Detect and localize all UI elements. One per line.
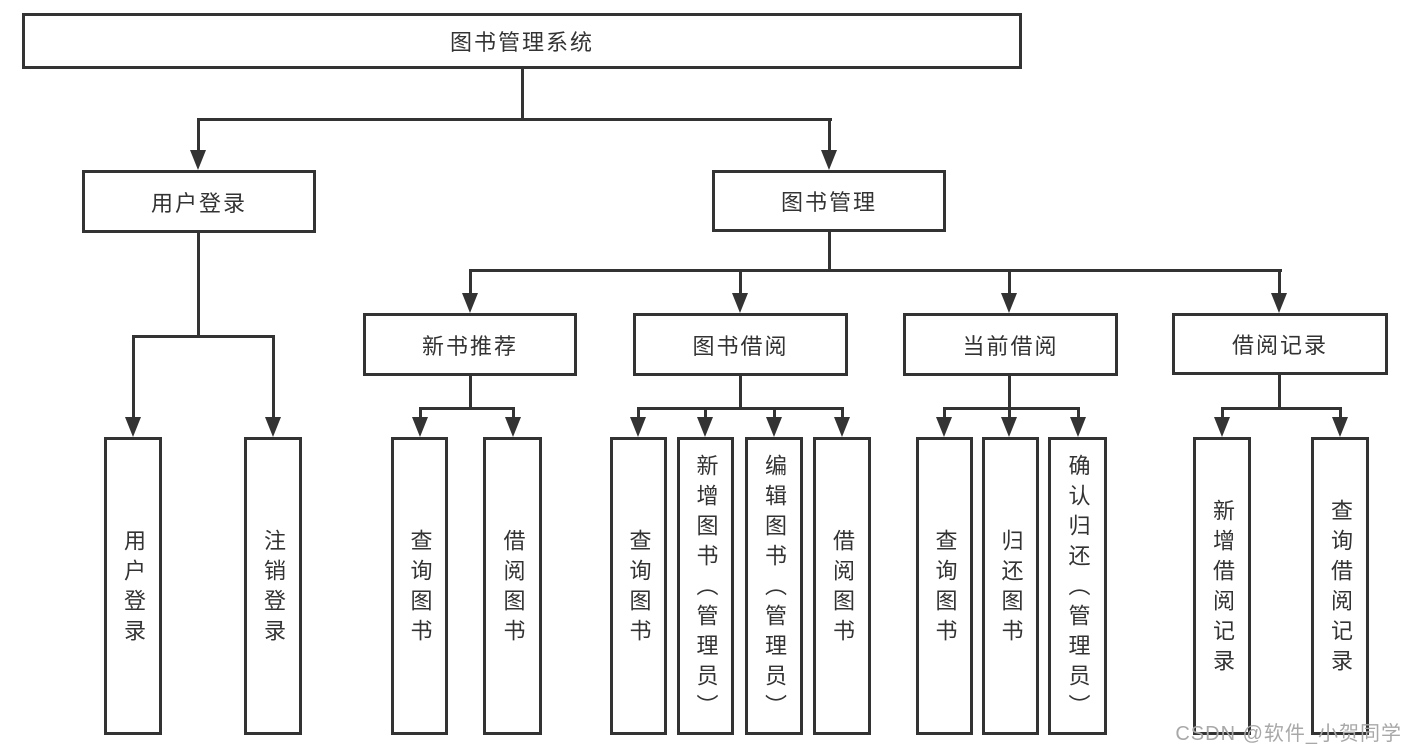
connector-arrow-ul-login xyxy=(132,335,135,421)
leaf-br-query-record: 查询借阅记录 xyxy=(1311,437,1369,735)
node-book-borrow-label: 图书借阅 xyxy=(692,333,789,359)
arrowhead-down-icon xyxy=(1271,293,1287,313)
arrowhead-down-icon xyxy=(125,417,141,437)
connector-arrow-user-login xyxy=(197,118,200,154)
leaf-bb-borrow-books: 借阅图书 xyxy=(813,437,871,735)
arrowhead-down-icon xyxy=(190,150,206,170)
node-root: 图书管理系统 xyxy=(22,13,1022,69)
arrowhead-down-icon xyxy=(766,417,782,437)
leaf-nb-borrow-books-label: 借阅图书 xyxy=(500,529,526,649)
connector-arrow-br-add xyxy=(1221,407,1224,421)
connector-book-mgmt-stem xyxy=(828,232,831,272)
arrowhead-down-icon xyxy=(505,417,521,437)
connector-arrow-bb-borrow xyxy=(841,407,844,421)
connector-book-borrow-stem xyxy=(739,376,742,410)
arrowhead-down-icon xyxy=(412,417,428,437)
arrowhead-down-icon xyxy=(630,417,646,437)
connector-book-borrow-splitter xyxy=(637,407,844,410)
connector-arrow-book-borrow xyxy=(739,269,742,297)
connector-new-book-splitter xyxy=(419,407,515,410)
connector-arrow-bb-add xyxy=(704,407,707,421)
leaf-bb-query-books-label: 查询图书 xyxy=(626,529,652,649)
connector-root-stem xyxy=(521,69,524,121)
connector-current-borrow-stem xyxy=(1008,376,1011,410)
connector-level1-splitter xyxy=(197,118,832,121)
connector-arrow-book-mgmt xyxy=(828,118,831,154)
node-current-borrow: 当前借阅 xyxy=(903,313,1118,376)
node-new-book: 新书推荐 xyxy=(363,313,577,376)
leaf-cb-confirm-return: 确认归还（管理员） xyxy=(1048,437,1107,735)
leaf-cb-confirm-return-label: 确认归还（管理员） xyxy=(1065,454,1091,724)
arrowhead-down-icon xyxy=(1070,417,1086,437)
node-book-mgmt: 图书管理 xyxy=(712,170,946,232)
node-user-login-label: 用户登录 xyxy=(150,190,247,216)
node-new-book-label: 新书推荐 xyxy=(421,333,518,359)
arrowhead-down-icon xyxy=(265,417,281,437)
node-current-borrow-label: 当前借阅 xyxy=(962,333,1059,359)
connector-current-borrow-splitter xyxy=(943,407,1080,410)
leaf-user-login: 用户登录 xyxy=(104,437,162,735)
connector-new-book-stem xyxy=(469,376,472,410)
leaf-bb-query-books: 查询图书 xyxy=(610,437,667,735)
arrowhead-down-icon xyxy=(697,417,713,437)
arrowhead-down-icon xyxy=(1332,417,1348,437)
leaf-nb-query-books: 查询图书 xyxy=(391,437,448,735)
arrowhead-down-icon xyxy=(936,417,952,437)
arrowhead-down-icon xyxy=(821,150,837,170)
leaf-bb-edit-books-label: 编辑图书（管理员） xyxy=(762,454,787,724)
leaf-user-login-label: 用户登录 xyxy=(121,529,146,649)
arrowhead-down-icon xyxy=(1001,417,1017,437)
arrowhead-down-icon xyxy=(732,293,748,313)
leaf-bb-borrow-books-label: 借阅图书 xyxy=(830,529,855,649)
connector-arrow-cb-confirm xyxy=(1077,407,1080,421)
leaf-logout-label: 注销登录 xyxy=(261,529,286,649)
connector-arrow-nb-borrow xyxy=(512,407,515,421)
connector-arrow-bb-edit xyxy=(773,407,776,421)
arrowhead-down-icon xyxy=(834,417,850,437)
connector-arrow-bb-query xyxy=(637,407,640,421)
leaf-bb-add-books: 新增图书（管理员） xyxy=(677,437,734,735)
connector-arrow-ul-logout xyxy=(272,335,275,421)
leaf-bb-add-books-label: 新增图书（管理员） xyxy=(693,454,719,724)
leaf-cb-query-books-label: 查询图书 xyxy=(932,529,958,649)
connector-arrow-cb-return xyxy=(1008,407,1011,421)
connector-arrow-nb-query xyxy=(419,407,422,421)
connector-arrow-cb-query xyxy=(943,407,946,421)
node-book-borrow: 图书借阅 xyxy=(633,313,848,376)
arrowhead-down-icon xyxy=(1001,293,1017,313)
node-borrow-record: 借阅记录 xyxy=(1172,313,1388,375)
leaf-bb-edit-books: 编辑图书（管理员） xyxy=(745,437,803,735)
leaf-br-query-record-label: 查询借阅记录 xyxy=(1328,499,1353,679)
node-book-mgmt-label: 图书管理 xyxy=(780,190,877,215)
connector-borrow-record-splitter xyxy=(1221,407,1342,410)
connector-arrow-br-query xyxy=(1339,407,1342,421)
arrowhead-down-icon xyxy=(1214,417,1230,437)
node-borrow-record-label: 借阅记录 xyxy=(1231,333,1328,358)
connector-arrow-current-borrow xyxy=(1008,269,1011,297)
leaf-nb-borrow-books: 借阅图书 xyxy=(483,437,542,735)
leaf-logout: 注销登录 xyxy=(244,437,302,735)
arrowhead-down-icon xyxy=(462,293,478,313)
connector-user-login-splitter xyxy=(132,335,275,338)
connector-arrow-borrow-record xyxy=(1278,269,1281,297)
connector-user-login-stem xyxy=(197,233,200,338)
connector-level3-splitter xyxy=(469,269,1282,272)
leaf-cb-return-books: 归还图书 xyxy=(982,437,1039,735)
node-root-label: 图书管理系统 xyxy=(449,30,594,55)
leaf-br-add-record: 新增借阅记录 xyxy=(1193,437,1251,735)
leaf-cb-return-books-label: 归还图书 xyxy=(998,529,1024,649)
connector-arrow-new-book xyxy=(469,269,472,297)
leaf-br-add-record-label: 新增借阅记录 xyxy=(1210,499,1235,679)
connector-borrow-record-stem xyxy=(1278,375,1281,410)
csdn-watermark: CSDN @软件_小贺同学 xyxy=(1175,723,1402,745)
node-user-login: 用户登录 xyxy=(82,170,316,233)
leaf-nb-query-books-label: 查询图书 xyxy=(407,529,433,649)
leaf-cb-query-books: 查询图书 xyxy=(916,437,973,735)
